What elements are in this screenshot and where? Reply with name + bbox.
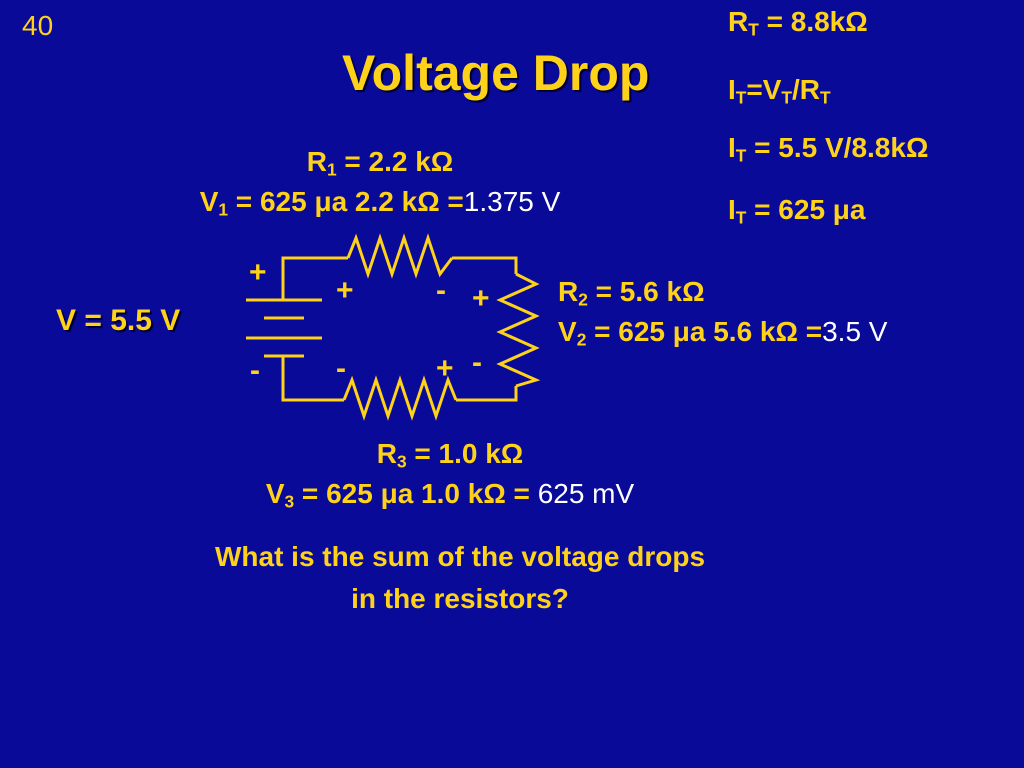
v2-result: 3.5 V bbox=[822, 316, 888, 347]
total-resistance: RT = 8.8kΩ bbox=[728, 6, 868, 40]
r3-calculation: R3 = 1.0 kΩ V3 = 625 μa 1.0 kΩ = 625 mV bbox=[90, 434, 810, 514]
r1-resistor bbox=[346, 233, 454, 279]
question-text: What is the sum of the voltage drops in … bbox=[214, 541, 706, 614]
r2-calculation: R2 = 5.6 kΩ V2 = 625 μa 5.6 kΩ =3.5 V bbox=[558, 272, 887, 352]
total-current-result: IT = 625 μa bbox=[728, 194, 866, 228]
battery-minus-marker: - bbox=[250, 354, 260, 387]
bottom-right-wire bbox=[456, 386, 518, 402]
v3-result: 625 mV bbox=[537, 478, 635, 509]
v2-drop: V2 = 625 μa 5.6 kΩ =3.5 V bbox=[558, 316, 888, 350]
top-wire bbox=[281, 256, 348, 300]
r3-minus-marker: - bbox=[336, 352, 346, 385]
r1-minus-marker: - bbox=[436, 274, 446, 307]
r2-plus-marker: + bbox=[472, 282, 490, 315]
ohms-law-formula: IT=VT/RT bbox=[728, 74, 831, 108]
v3-drop: V3 = 625 μa 1.0 kΩ = 625 mV bbox=[265, 478, 635, 512]
r1-calculation: R1 = 2.2 kΩ V1 = 625 μa 2.2 kΩ =1.375 V bbox=[60, 142, 700, 222]
r1-plus-marker: + bbox=[336, 274, 354, 307]
r2-resistor bbox=[496, 272, 541, 388]
bottom-wire bbox=[281, 356, 344, 402]
r3-resistor bbox=[342, 375, 458, 421]
slide-number: 40 bbox=[22, 10, 54, 41]
battery-plus-marker: + bbox=[249, 256, 267, 289]
total-current-substitution: IT = 5.5 V/8.8kΩ bbox=[728, 132, 929, 166]
r3-plus-marker: + bbox=[436, 352, 454, 385]
r2-minus-marker: - bbox=[472, 346, 482, 379]
source-voltage-label: V = 5.5 V bbox=[56, 304, 181, 337]
r2-value: R2 = 5.6 kΩ bbox=[558, 276, 705, 310]
r1-value: R1 = 2.2 kΩ bbox=[306, 146, 454, 180]
r3-value: R3 = 1.0 kΩ bbox=[376, 438, 524, 472]
v1-result: 1.375 V bbox=[463, 186, 561, 217]
v1-drop: V1 = 625 μa 2.2 kΩ =1.375 V bbox=[199, 186, 561, 220]
slide-title: Voltage Drop bbox=[342, 45, 650, 101]
top-right-wire bbox=[452, 256, 518, 274]
